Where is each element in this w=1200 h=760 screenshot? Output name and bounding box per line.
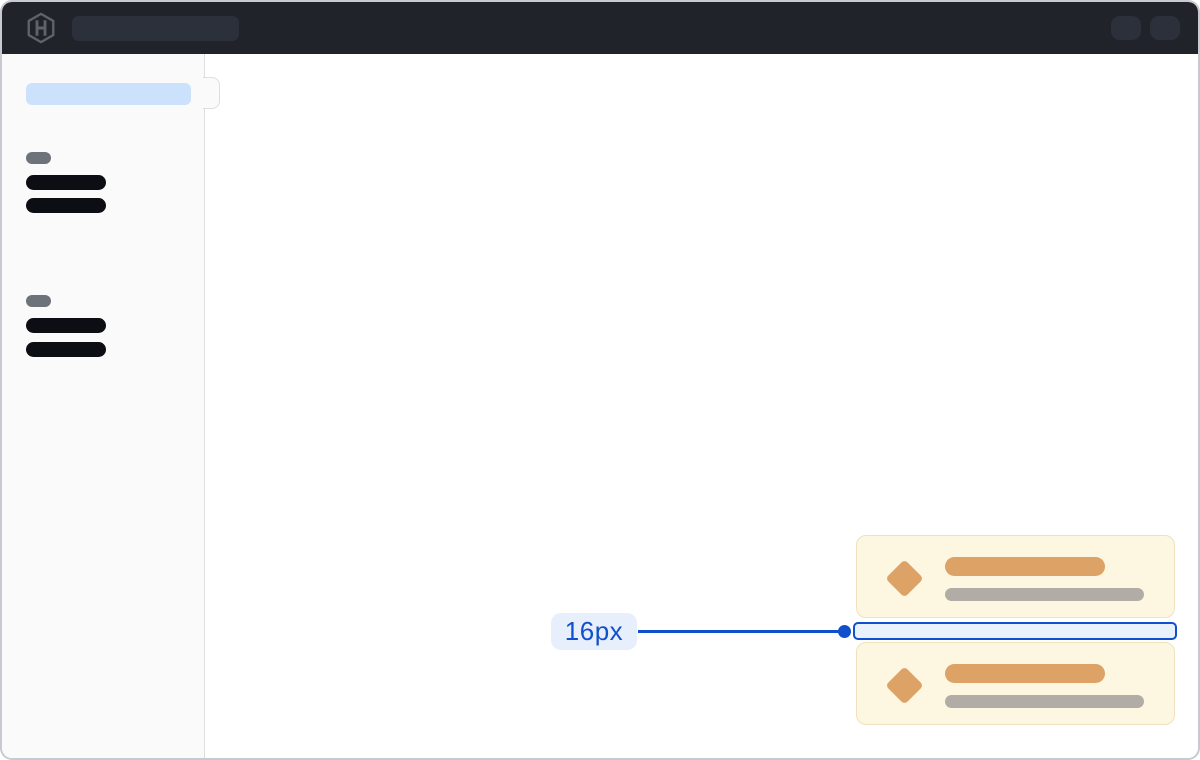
spacing-value-text: 16px <box>564 616 624 646</box>
sidebar-item-skeleton[interactable] <box>26 342 106 357</box>
spacing-annotation-label: 16px <box>551 613 637 650</box>
spec-card <box>856 642 1175 725</box>
card-title-skeleton <box>945 664 1105 683</box>
sidebar-section-label-skeleton <box>26 295 51 307</box>
sidebar <box>2 54 205 758</box>
card-title-skeleton <box>945 557 1105 576</box>
spacing-highlight-rect <box>853 622 1177 640</box>
spec-card <box>856 535 1175 618</box>
annotation-dot <box>838 625 851 638</box>
sidebar-item-skeleton[interactable] <box>26 198 106 213</box>
top-nav <box>2 2 1198 54</box>
card-subtitle-skeleton <box>945 588 1144 601</box>
nav-action-button-skeleton-1[interactable] <box>1111 16 1141 40</box>
sidebar-collapse-handle[interactable] <box>203 77 220 109</box>
annotation-connector-line <box>638 630 840 633</box>
nav-action-button-skeleton-2[interactable] <box>1150 16 1180 40</box>
sidebar-active-item-skeleton[interactable] <box>26 83 191 105</box>
sidebar-item-skeleton[interactable] <box>26 175 106 190</box>
sidebar-section-label-skeleton <box>26 152 51 164</box>
diamond-icon <box>885 559 924 598</box>
card-subtitle-skeleton <box>945 695 1144 708</box>
nav-actions <box>1111 16 1180 40</box>
sidebar-item-skeleton[interactable] <box>26 318 106 333</box>
hashicorp-logo-icon <box>24 11 58 45</box>
diamond-icon <box>885 666 924 705</box>
search-input-skeleton[interactable] <box>72 15 239 41</box>
